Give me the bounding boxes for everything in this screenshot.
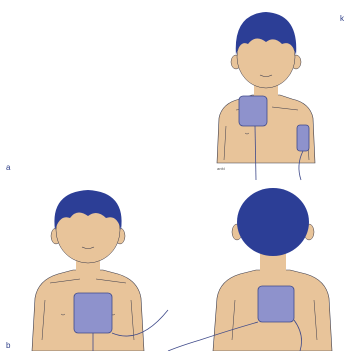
- figure-anterior-lateral: [217, 12, 315, 180]
- device-tag: anfd: [217, 166, 225, 171]
- head-back: [237, 188, 309, 256]
- pad-anterior-front: [74, 293, 112, 333]
- figure-front: [32, 190, 168, 351]
- figure-back: [168, 188, 332, 351]
- pad-posterior-back: [258, 286, 294, 322]
- corner-mark: k: [340, 14, 344, 23]
- panel-label-a: a: [6, 163, 10, 172]
- pad-lateral-top: [297, 125, 309, 151]
- pad-anterior-top: [239, 96, 267, 126]
- panel-label-b: b: [6, 341, 10, 350]
